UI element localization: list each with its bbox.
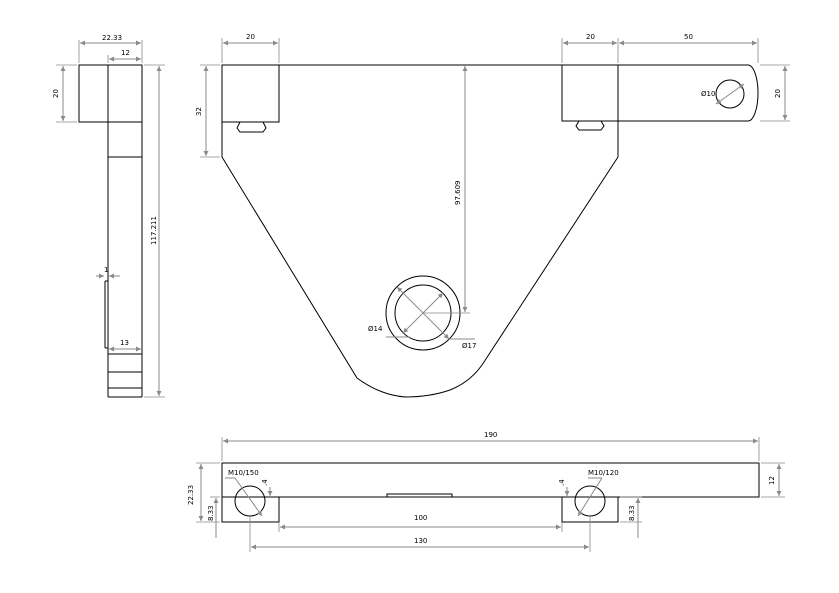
top-view-dimensions [196, 437, 785, 552]
top-hole-spacing-outer-label: 130 [414, 537, 427, 545]
top-step-left-label: .4 [261, 479, 269, 486]
side-height-top-label: 20 [52, 89, 60, 98]
front-right-width-label: 20 [586, 33, 595, 41]
center-hole-inner-label: Ø14 [368, 325, 383, 333]
side-width-inner-label: 12 [121, 49, 130, 57]
top-height-total-label: 22.33 [187, 485, 195, 505]
top-left-thread-label: M10/150 [228, 469, 259, 477]
top-step-right-label: .4 [558, 479, 566, 486]
top-total-length-label: 190 [484, 431, 497, 439]
top-height-right-label: 12 [768, 476, 776, 485]
front-left-width-label: 20 [246, 33, 255, 41]
side-step-label: 1 [104, 266, 108, 274]
side-view-dimensions [56, 40, 165, 398]
center-hole-outer-label: Ø17 [462, 342, 476, 350]
top-view-outline [221, 462, 760, 523]
side-view-outline [78, 64, 143, 398]
side-width-total-label: 22.33 [102, 34, 122, 42]
front-view: 20 20 50 32 20 Ø10 97.609 Ø14 Ø17 [195, 33, 790, 398]
top-height-bottom-left-label: 8.33 [207, 505, 215, 521]
top-view: 190 M10/150 M10/120 100 130 22.33 8.33 8… [187, 431, 785, 552]
front-ear-length-label: 50 [684, 33, 693, 41]
ear-hole-diameter-label: Ø10 [701, 90, 715, 98]
front-left-height-label: 32 [195, 107, 203, 116]
top-height-bottom-right-label: 8.33 [628, 505, 636, 521]
top-hole-spacing-inner-label: 100 [414, 514, 427, 522]
front-view-dimensions [200, 38, 790, 340]
side-height-total-label: 117.211 [150, 216, 158, 245]
front-ear-height-label: 20 [774, 89, 782, 98]
front-view-outline [221, 64, 759, 398]
side-bottom-width-label: 13 [120, 339, 129, 347]
side-view: 22.33 12 20 117.211 1 13 [52, 34, 165, 398]
hole-depth-label: 97.609 [454, 181, 462, 206]
top-right-thread-label: M10/120 [588, 469, 619, 477]
